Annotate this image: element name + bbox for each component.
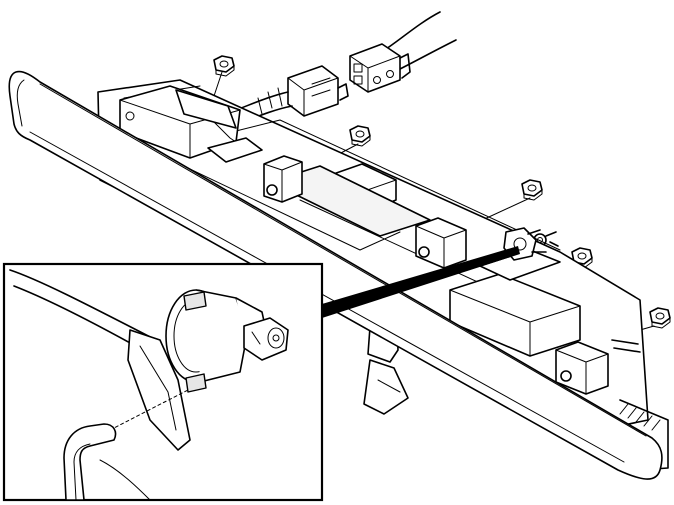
harness-connector — [287, 65, 349, 117]
wiring-harness — [235, 11, 457, 125]
light-unit-middle — [207, 137, 431, 237]
loose-connector — [349, 43, 411, 93]
detail-inset — [2, 262, 324, 502]
light-unit-left — [119, 85, 243, 159]
cover-strip — [8, 70, 663, 480]
detail-leader — [322, 246, 520, 318]
nut-2 — [349, 125, 371, 147]
nut-5 — [649, 307, 671, 329]
nut-3 — [521, 179, 543, 201]
nut-1 — [213, 55, 235, 77]
clip-block-left — [263, 155, 303, 203]
clip-block-mid — [415, 217, 467, 269]
lamp-holder — [165, 289, 289, 393]
